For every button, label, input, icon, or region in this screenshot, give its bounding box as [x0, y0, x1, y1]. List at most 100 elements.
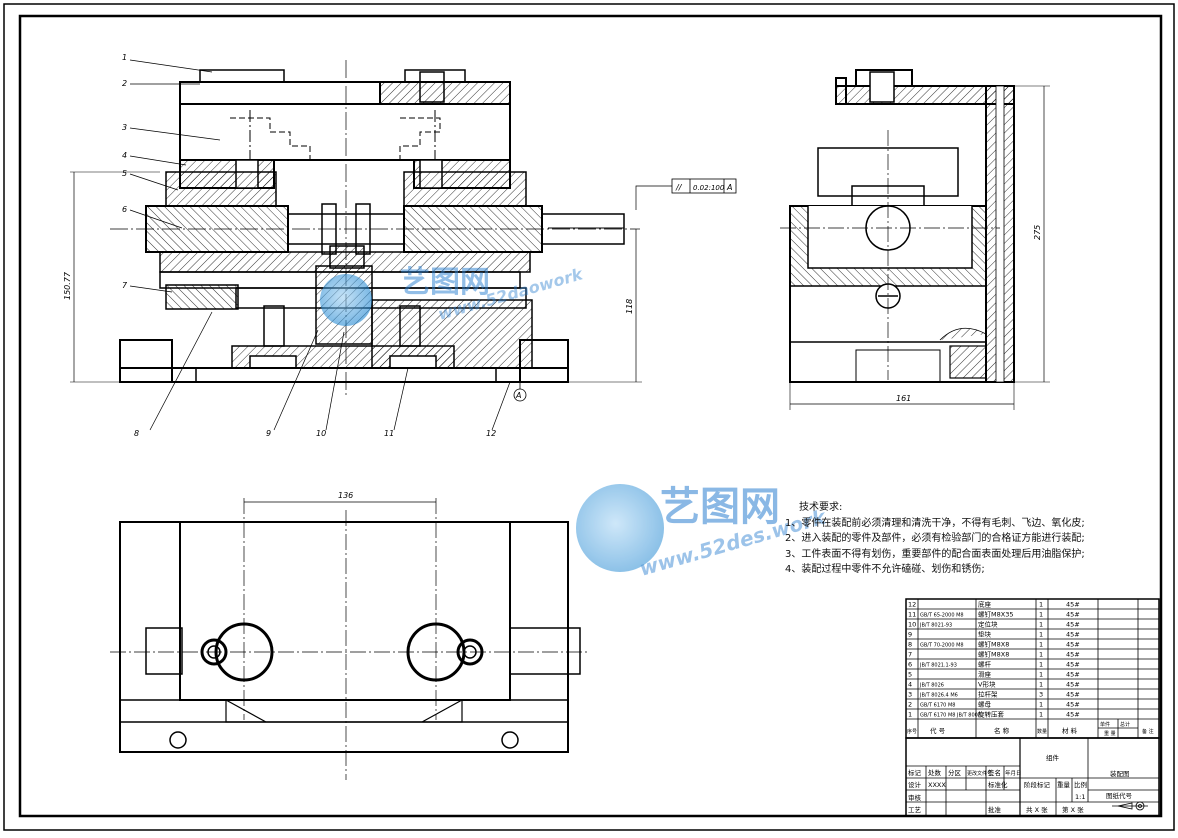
design-label: 设计 — [908, 780, 922, 789]
bom-qty: 1 — [1039, 651, 1043, 659]
bom-material: 45# — [1066, 691, 1080, 699]
process-label: 工艺 — [908, 806, 922, 814]
bom-qty: 1 — [1039, 671, 1043, 679]
bom-material: 45# — [1066, 631, 1080, 639]
bom-name: 拉杆架 — [978, 690, 998, 699]
front-part-labels: 1 2 3 4 5 6 7 8 9 10 11 12 150.77 118 //… — [63, 53, 732, 438]
watermark-brand: 艺图网 — [400, 265, 490, 300]
bom-code: JB/T 8021-93 — [919, 623, 952, 629]
sheet-count: 共 X 张 — [1026, 805, 1048, 814]
bom-material: 45# — [1066, 671, 1080, 679]
watermark-brand: 艺图网 — [660, 484, 780, 530]
part-label: 11 — [384, 429, 394, 438]
part-label: 1 — [122, 53, 127, 62]
bom-material: 45# — [1066, 711, 1080, 719]
bom-header-note: 备 注 — [1142, 728, 1154, 735]
bom-material: 45# — [1066, 681, 1080, 689]
bom-material: 45# — [1066, 651, 1080, 659]
rev-zone: 分区 — [948, 768, 962, 777]
bom-name: 滑座 — [978, 670, 992, 679]
bom-qty: 1 — [1039, 661, 1043, 669]
bom-qty: 3 — [1039, 691, 1043, 699]
bom-name: 螺钉M8X35 — [978, 610, 1013, 619]
bom-name: 定位块 — [978, 620, 998, 629]
bom-name: 螺母 — [978, 700, 992, 709]
requirements-title: 技术要求: — [799, 502, 843, 513]
bom-name: 螺杆 — [978, 660, 992, 669]
part-label: 12 — [486, 429, 496, 438]
bom-name: 螺钉M8X8 — [978, 650, 1009, 659]
bom-no: 9 — [908, 631, 912, 639]
bom-code: GB/T 6170 M8 JB/T 8008 — [920, 713, 981, 719]
part-label: 8 — [134, 429, 139, 438]
bom-qty: 1 — [1039, 681, 1043, 689]
bom-qty: 1 — [1039, 641, 1043, 649]
bom-header-code: 代 号 — [930, 726, 946, 735]
bom-material: 45# — [1066, 661, 1080, 669]
dim-height-total: 150.77 — [63, 271, 72, 300]
rev-doc: 更改文件号 — [967, 770, 992, 777]
scale-label: 比例 — [1074, 780, 1087, 789]
bom-material: 45# — [1066, 621, 1080, 629]
bom-code: JB/T 8026 — [919, 683, 944, 689]
projection-symbol-icon — [1112, 801, 1148, 811]
bom-header-no: 序号 — [907, 728, 917, 735]
approve-label: 批准 — [988, 805, 1002, 814]
bom-code: GB/T 6170 M8 — [920, 703, 955, 709]
watermark-logo-icon — [320, 274, 372, 326]
front-view — [70, 59, 737, 431]
title-block — [905, 737, 1160, 817]
bom-code: GB/T 70-2000 M8 — [920, 643, 964, 649]
design-value: XXXX — [928, 781, 946, 789]
bom-material: 45# — [1066, 701, 1080, 709]
bom-no: 5 — [908, 671, 912, 679]
audit-label: 审核 — [908, 793, 922, 802]
part-label: 7 — [122, 281, 128, 290]
assembly-name: 组件 — [1046, 753, 1060, 762]
technical-requirements: 技术要求: 1、零件在装配前必须清理和清洗干净，不得有毛刺、飞边、氧化皮; 2、… — [785, 500, 1145, 578]
bom-no: 8 — [908, 641, 912, 649]
bom-no: 7 — [908, 651, 912, 659]
requirement-item: 2、进入装配的零件及部件，必须有检验部门的合格证方能进行装配; — [785, 533, 1085, 544]
bom-code: JB/T 8021.1-93 — [919, 663, 957, 669]
bom-name: V形块 — [978, 680, 996, 689]
bom-name: 底座 — [978, 600, 992, 609]
bom-no: 10 — [908, 621, 916, 629]
bom-name: 旋转压套 — [978, 710, 1005, 719]
rev-date: 年月日 — [1005, 769, 1022, 777]
bom-qty: 1 — [1039, 711, 1043, 719]
bom-qty: 1 — [1039, 621, 1043, 629]
bom-name: 螺钉M8X8 — [978, 640, 1009, 649]
outer-border — [3, 3, 1175, 831]
requirement-item: 1、零件在装配前必须清理和清洗干净，不得有毛刺、飞边、氧化皮; — [785, 517, 1085, 529]
bom-code: GB/T 65-2000 M8 — [920, 613, 964, 619]
top-view — [110, 498, 590, 780]
dim-height: 118 — [625, 299, 634, 314]
part-label: 5 — [122, 169, 127, 178]
weight-label: 重量 — [1057, 781, 1071, 789]
rev-sign: 签名 — [988, 768, 1001, 777]
side-view — [780, 69, 1050, 410]
part-label: 4 — [122, 151, 127, 160]
stage-mark: 阶段标记 — [1024, 780, 1051, 789]
tolerance-datum: A — [726, 183, 732, 192]
bom-code: JB/T 8026.4 M6 — [919, 693, 958, 699]
bom-no: 2 — [908, 701, 912, 709]
bom-no: 12 — [908, 601, 916, 609]
dim-side-height: 275 — [1033, 225, 1042, 240]
drawing-name: 装配图 — [1110, 769, 1130, 778]
bom-header-material: 材 料 — [1062, 726, 1078, 735]
bom-qty: 1 — [1039, 601, 1043, 609]
bom-header-name: 名 称 — [994, 726, 1010, 735]
std-label: 标准化 — [988, 780, 1008, 789]
part-label: 9 — [266, 429, 271, 438]
part-label: 6 — [122, 205, 127, 214]
bom-no: 1 — [908, 711, 912, 719]
datum-label: A — [515, 391, 521, 400]
title-block-text: 组件 装配图 图纸代号 阶段标记 重量 比例 1:1 共 X 张 第 X 张 标… — [908, 753, 1133, 814]
requirement-item: 4、装配过程中零件不允许磕碰、划伤和锈伤; — [785, 564, 985, 575]
bom-header-unit: 单件 — [1100, 721, 1110, 728]
